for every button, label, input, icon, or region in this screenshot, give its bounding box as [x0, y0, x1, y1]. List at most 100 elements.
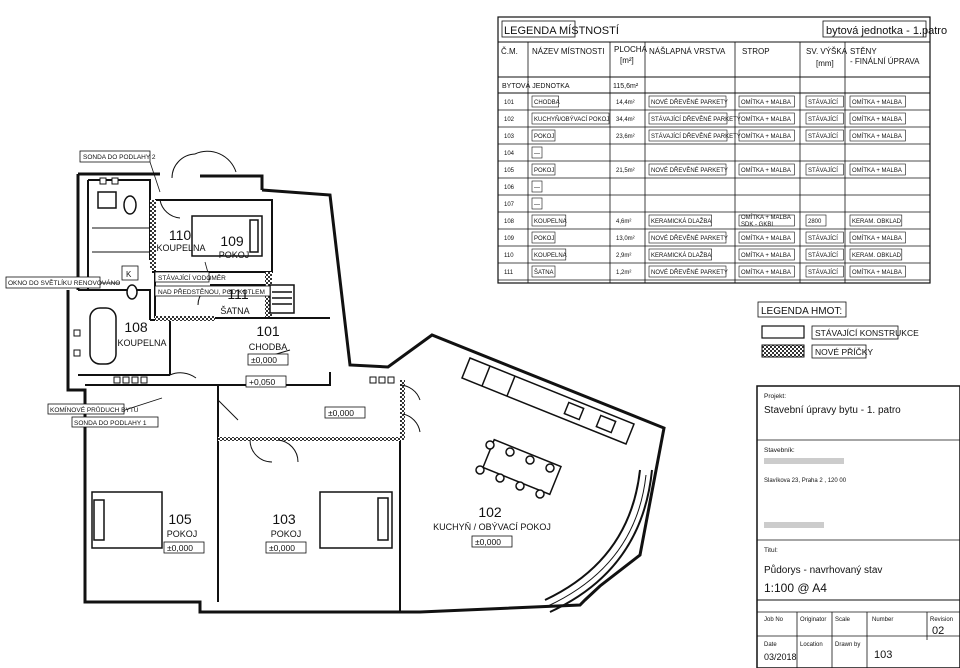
redacted-client-name [764, 458, 844, 464]
drawing-number: 103 [874, 649, 892, 661]
legend-cell-box [805, 231, 844, 244]
legend-cell-box [531, 214, 567, 227]
annotation-vodomer-2: NAD PŘEDSTĚNOU, POD KOTLEM [158, 287, 265, 296]
legend-cell-floor: KERAMICKÁ DLAŽBA [651, 251, 711, 259]
room-name-108: KOUPELNA [117, 338, 166, 348]
legend-cell-box [531, 112, 610, 125]
legend-cell-box [648, 95, 727, 108]
client-address: Slavíkova 23, Praha 2 , 120 00 [764, 478, 847, 484]
room-legend-title: LEGENDA MÍSTNOSTÍ [504, 24, 620, 37]
title-block [756, 385, 960, 668]
scale-label: Scale [835, 617, 851, 623]
legend-cell-box [849, 129, 906, 142]
legend-cell-height: STÁVAJÍCÍ [808, 167, 838, 174]
client-label: Stavebník: [764, 447, 795, 454]
summary-area: 115,6m² [613, 83, 639, 90]
room-number-102: 102 [478, 504, 502, 520]
legend-cell-name: — [534, 151, 540, 157]
legend-cell-box [805, 265, 844, 278]
legend-cell-walls: OMÍTKA + MALBA [852, 269, 902, 276]
legend-cell-box [648, 265, 727, 278]
legend-cell-ceiling: OMÍTKA + MALBA [741, 269, 791, 276]
room-name-102: KUCHYŇ / OBÝVACÍ POKOJ [433, 522, 551, 532]
legend-cell-box [738, 265, 795, 278]
room-number-108: 108 [124, 319, 148, 335]
legend-cell-cm: 105 [504, 168, 515, 174]
leader-lines [100, 161, 211, 411]
legend-cell-height: STÁVAJÍCÍ [808, 99, 838, 106]
legend-cell-box [738, 248, 795, 261]
legend-cell-floor: NOVÉ DŘEVĚNÉ PARKETY [651, 166, 728, 174]
legend-cell-box [738, 129, 795, 142]
legend-cell-box [531, 248, 567, 261]
legend-cell-cm: 102 [504, 117, 515, 123]
header-area-2: [m²] [620, 56, 634, 65]
room-name-111: ŠATNA [220, 306, 249, 316]
legend-cell-walls: KERAM. OBKLAD [852, 253, 902, 259]
drawing-scale: 1:100 @ A4 [764, 581, 827, 595]
legend-cell-name: KUCHYŇ/OBÝVACÍ POKOJ [534, 116, 609, 123]
legend-cell-name: POKOJ [534, 134, 554, 140]
legend-cell-box [805, 163, 844, 176]
material-legend: LEGENDA HMOT: STÁVAJÍCÍ KONSTRUKCE NOVÉ … [757, 301, 919, 359]
legend-cell-walls: OMÍTKA + MALBA [852, 167, 902, 174]
legend-cell-box [531, 163, 556, 176]
room-name-103: POKOJ [271, 529, 302, 539]
title-label: Titul: [764, 547, 778, 554]
legend-cell-cm: 101 [504, 100, 515, 106]
legend-cell-box [738, 163, 795, 176]
legend-cell-area: 1,2m² [616, 270, 631, 276]
plan-curved-wall [544, 469, 653, 613]
room-number-110: 110 [169, 227, 192, 243]
level-101: ±0,000 [251, 355, 277, 365]
legend-cell-box [805, 248, 844, 261]
legend-cell-box [849, 95, 906, 108]
date-label: Date [764, 642, 777, 648]
room-legend-table: LEGENDA MÍSTNOSTÍ bytová jednotka - 1.pa… [497, 16, 947, 284]
date-value: 03/2018 [764, 652, 797, 662]
material-legend-title: LEGENDA HMOT: [761, 306, 842, 317]
annotation-sonda-2: SONDA DO PODLAHY 2 [83, 154, 156, 161]
project-label: Projekt: [764, 393, 786, 400]
legend-cell-box [531, 265, 556, 278]
legend-cell-ceiling2: SDK - GKBI [741, 222, 773, 228]
room-name-101: CHODBA [249, 342, 288, 352]
legend-cell-ceiling: OMÍTKA + MALBA [741, 214, 791, 221]
legend-cell-ceiling: OMÍTKA + MALBA [741, 252, 791, 259]
legend-cell-height: STÁVAJÍCÍ [808, 269, 838, 276]
legend-cell-box [738, 95, 795, 108]
legend-cell-cm: 103 [504, 134, 515, 140]
number-label: Number [872, 617, 893, 623]
redacted-client-info [764, 522, 824, 528]
level-105: ±0,000 [167, 543, 193, 553]
beds [91, 215, 393, 549]
legend-cell-name: POKOJ [534, 236, 554, 242]
header-name: NÁZEV MÍSTNOSTI [532, 47, 604, 56]
legend-cell-box [849, 214, 903, 227]
legend-cell-box [531, 180, 543, 193]
legend-cell-floor: STÁVAJÍCÍ DŘEVĚNÉ PARKETY [651, 115, 741, 123]
job-no-label: Job No [764, 617, 784, 623]
legend-cell-box [648, 163, 727, 176]
legend-cell-box [849, 163, 906, 176]
project-name: Stavební úpravy bytu - 1. patro [764, 405, 901, 416]
room-number-101: 101 [256, 323, 280, 339]
level-103: ±0,000 [269, 543, 295, 553]
legend-cell-box [531, 231, 556, 244]
level-hall: ±0,000 [328, 408, 354, 418]
new-walls-swatch [761, 344, 805, 358]
room-number-103: 103 [272, 511, 296, 527]
level-entry: +0,050 [249, 377, 276, 387]
legend-cell-cm: 110 [504, 253, 514, 259]
legend-cell-box [738, 214, 795, 227]
legend-cell-box [849, 231, 906, 244]
level-102: ±0,000 [475, 537, 501, 547]
legend-cell-height: STÁVAJÍCÍ [808, 235, 838, 242]
annotation-vodomer-1: STÁVAJÍCÍ VODOMĚR [158, 273, 226, 282]
legend-cell-floor: KERAMICKÁ DLAŽBA [651, 217, 711, 225]
legend-cell-area: 13,0m² [616, 236, 635, 242]
legend-cell-name: — [534, 185, 540, 191]
room-number-109: 109 [220, 233, 244, 249]
legend-cell-area: 34,4m² [616, 117, 635, 123]
